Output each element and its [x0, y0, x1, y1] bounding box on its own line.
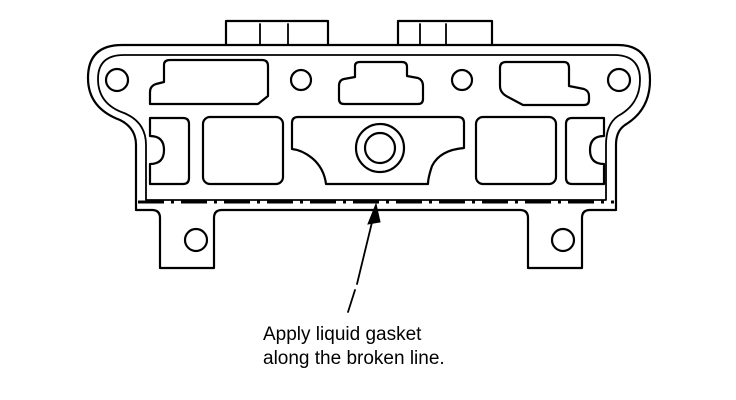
port-upper-center [337, 60, 425, 106]
callout-line-2: along the broken line. [263, 348, 445, 369]
leader-arrow [347, 202, 381, 313]
ear-hole-right [550, 227, 576, 253]
bolt-hole [450, 68, 474, 92]
plate-outline [86, 43, 652, 270]
bolt-hole [606, 67, 632, 93]
top-tab-right [396, 19, 494, 47]
bolt-hole [104, 67, 130, 93]
notch-right [564, 116, 606, 186]
ear-hole-left [183, 227, 209, 253]
plate-inner-edge [97, 54, 641, 201]
passage-center [290, 115, 466, 186]
callout-line-1: Apply liquid gasket [263, 324, 422, 345]
port-upper-left [148, 58, 270, 106]
port-upper-right [498, 60, 591, 107]
top-tab-left [224, 19, 330, 47]
notch-left [148, 116, 191, 186]
bolt-hole [289, 68, 313, 92]
center-boss-inner [363, 131, 397, 165]
passage [201, 115, 285, 186]
passage [474, 115, 558, 186]
gasket-instruction-callout: Apply liquid gasket along the broken lin… [263, 323, 445, 371]
center-boss-outer [354, 122, 406, 174]
